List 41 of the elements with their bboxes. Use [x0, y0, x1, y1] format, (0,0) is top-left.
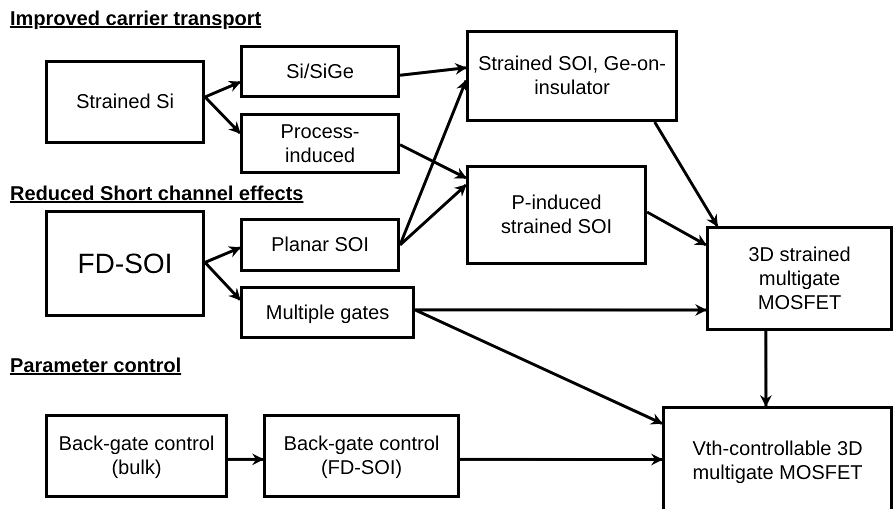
- process-box: [45, 414, 228, 498]
- box-text: Si/SiGe: [286, 60, 354, 84]
- process-box: [45, 60, 205, 144]
- box-text: Strained Si: [76, 90, 174, 114]
- arrow: [399, 184, 467, 246]
- section-heading: Reduced Short channel effects: [10, 183, 304, 206]
- process-box: [706, 226, 893, 331]
- box-text: Back-gate control (FD-SOI): [282, 432, 440, 480]
- arrow: [204, 246, 241, 264]
- arrow: [653, 121, 718, 227]
- section-heading: Parameter control: [10, 355, 182, 378]
- box-text: Vth-controllable 3D multigate MOSFET: [691, 436, 864, 484]
- arrow: [228, 453, 264, 466]
- box-text: Back-gate control (bulk): [58, 432, 216, 480]
- process-box: [240, 218, 400, 272]
- process-box: [45, 210, 205, 317]
- process-box: [240, 113, 400, 174]
- arrow: [204, 261, 242, 301]
- box-text: Multiple gates: [266, 300, 390, 324]
- arrow: [646, 210, 707, 246]
- arrow: [760, 331, 772, 407]
- arrow: [460, 454, 663, 466]
- box-text: Strained SOI, Ge-on-insulator: [477, 52, 667, 100]
- process-box: [240, 286, 415, 339]
- arrow: [399, 143, 467, 180]
- arrow: [414, 308, 663, 425]
- section-heading: Improved carrier transport: [10, 8, 262, 31]
- box-text: P-induced strained SOI: [500, 191, 614, 239]
- process-box: [662, 406, 893, 509]
- arrow: [400, 63, 467, 77]
- box-text: FD-SOI: [78, 246, 172, 280]
- arrow: [415, 304, 707, 316]
- arrow: [204, 80, 241, 98]
- process-box: [263, 414, 460, 498]
- box-text: 3D strained multigate MOSFET: [747, 242, 852, 314]
- process-box: [240, 45, 400, 98]
- arrow: [204, 96, 242, 134]
- process-box: [466, 165, 647, 265]
- box-text: Planar SOI: [271, 233, 369, 257]
- box-text: Process- induced: [280, 120, 360, 168]
- process-box: [466, 30, 678, 122]
